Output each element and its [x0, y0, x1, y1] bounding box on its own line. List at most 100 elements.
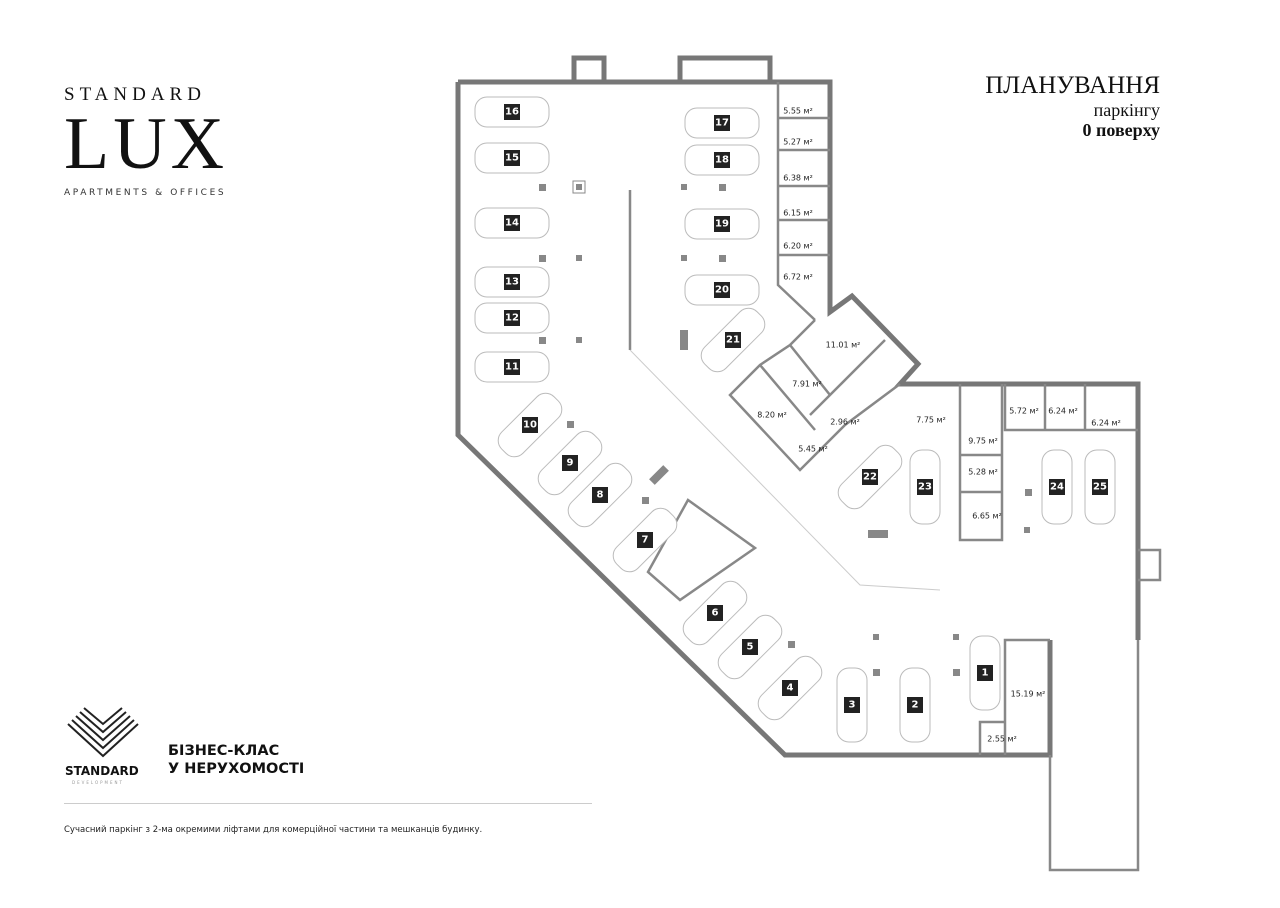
spot-badge [742, 639, 758, 655]
spot-badge [782, 680, 798, 696]
spot-number: 1 [982, 668, 989, 679]
columns [539, 180, 1032, 676]
spot-number: 20 [715, 285, 729, 296]
storage-room-area: 6.20 м² [783, 242, 813, 251]
parking-spot-4: 4 [757, 655, 823, 721]
spot-number: 2 [912, 700, 919, 711]
spot-number: 22 [863, 472, 877, 483]
spot-number: 21 [726, 335, 740, 346]
parking-spot-16: 16 [474, 96, 550, 128]
parking-spot-15: 15 [474, 142, 550, 174]
storage-room-area: 6.38 м² [783, 174, 813, 183]
storage-room-area: 15.19 м² [1011, 690, 1046, 699]
spot-number: 18 [715, 155, 729, 166]
spot-number: 7 [642, 535, 649, 546]
storage-room-area: 7.91 м² [792, 380, 822, 389]
spot-badge [917, 479, 933, 495]
developer-logo-icon [67, 707, 139, 758]
spot-number: 19 [715, 219, 729, 230]
parking-spot-22: 22 [837, 444, 903, 510]
spot-badge [504, 274, 520, 290]
slogan-line-2: У НЕРУХОМОСТІ [168, 761, 305, 777]
storage-room-area: 11.01 м² [826, 341, 861, 350]
spot-badge [862, 469, 878, 485]
parking-spot-17: 17 [684, 107, 760, 139]
spot-number: 8 [597, 490, 604, 501]
spot-badge [637, 532, 653, 548]
parking-spot-19: 19 [684, 208, 760, 240]
parking-spot-18: 18 [684, 144, 760, 176]
plan-subtitle: паркінгу [1093, 100, 1160, 120]
storage-room-area: 5.45 м² [798, 445, 828, 454]
parking-spot-3: 3 [836, 667, 868, 743]
storage-room-area: 6.72 м² [783, 273, 813, 282]
spot-badge [714, 282, 730, 298]
outer-walls [455, 55, 1162, 872]
parking-spot-5: 5 [717, 614, 783, 680]
parking-spot-24: 24 [1041, 449, 1073, 525]
storage-room-area: 6.15 м² [783, 209, 813, 218]
spot-badge [504, 215, 520, 231]
storage-room-area: 8.20 м² [757, 411, 787, 420]
spot-badge [1092, 479, 1108, 495]
brand-top: STANDARD [64, 84, 206, 105]
spot-badge [725, 332, 741, 348]
spot-badge [592, 487, 608, 503]
parking-spot-11: 11 [474, 351, 550, 383]
spot-number: 11 [505, 362, 519, 373]
storage-room-area: 7.75 м² [916, 416, 946, 425]
parking-spot-10: 10 [497, 392, 563, 458]
spot-badge [504, 310, 520, 326]
brand-subtitle: APARTMENTS & OFFICES [64, 188, 227, 198]
spot-badge [714, 216, 730, 232]
spot-badge [504, 104, 520, 120]
parking-spot-25: 25 [1084, 449, 1116, 525]
spot-number: 5 [747, 642, 754, 653]
parking-spot-20: 20 [684, 274, 760, 306]
parking-spot-2: 2 [899, 667, 931, 743]
description: Сучасний паркінг з 2-ма окремими ліфтами… [64, 825, 483, 835]
storage-room-labels: 5.55 м² 5.27 м² 6.38 м² 6.15 м² 6.20 м² 6.72 … [757, 107, 1121, 744]
parking-spot-7: 7 [612, 507, 678, 573]
spot-badge [844, 697, 860, 713]
spot-number: 9 [567, 458, 574, 469]
parking-spot-12: 12 [474, 302, 550, 334]
storage-room-area: 6.65 м² [972, 512, 1002, 521]
spot-badge [522, 417, 538, 433]
storage-room-area: 9.75 м² [968, 437, 998, 446]
plan-floor: 0 поверху [1082, 120, 1160, 140]
storage-room-area: 2.55 м² [987, 735, 1017, 744]
parking-spot-21: 21 [700, 307, 766, 373]
spot-number: 24 [1050, 482, 1064, 493]
parking-spot-14: 14 [474, 207, 550, 239]
spot-badge [714, 152, 730, 168]
brand-logo-text: LUX [64, 103, 229, 185]
spot-number: 13 [505, 277, 519, 288]
storage-room-area: 5.55 м² [783, 107, 813, 116]
plan-title: ПЛАНУВАННЯ [985, 72, 1160, 99]
spot-number: 17 [715, 118, 729, 129]
inner-walls [628, 82, 1138, 755]
spot-number: 4 [787, 683, 794, 694]
storage-room-area: 5.72 м² [1009, 407, 1039, 416]
spot-badge [977, 665, 993, 681]
spot-number: 14 [505, 218, 519, 229]
spot-badge [714, 115, 730, 131]
spot-badge [1049, 479, 1065, 495]
storage-room-area: 6.24 м² [1091, 419, 1121, 428]
spot-badge [504, 150, 520, 166]
parking-spot-1: 1 [969, 635, 1001, 711]
parking-spot-6: 6 [682, 580, 748, 646]
spot-badge [504, 359, 520, 375]
spot-number: 10 [523, 420, 537, 431]
storage-room-area: 5.27 м² [783, 138, 813, 147]
spot-badge [707, 605, 723, 621]
spot-number: 25 [1093, 482, 1107, 493]
spot-number: 12 [505, 313, 519, 324]
parking-spot-9: 9 [537, 430, 603, 496]
parking-spot-23: 23 [909, 449, 941, 525]
spot-number: 3 [849, 700, 856, 711]
developer-sub: DEVELOPMENT [72, 780, 124, 785]
storage-room-area: 2.96 м² [830, 418, 860, 427]
